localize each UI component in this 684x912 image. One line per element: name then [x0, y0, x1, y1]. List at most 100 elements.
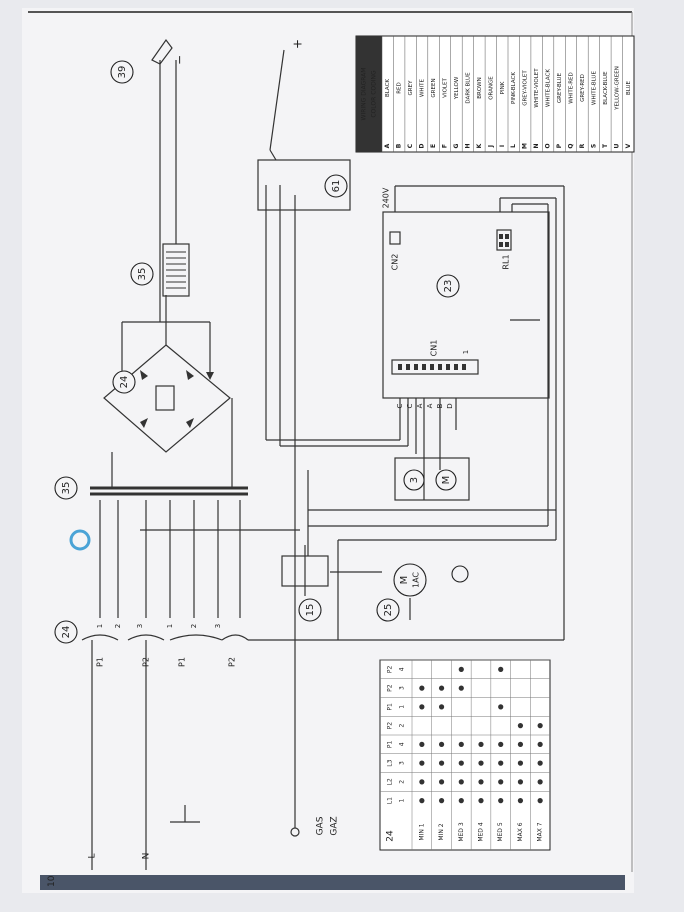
- page-number: 10: [47, 875, 57, 887]
- ac-motor-label-1: M: [399, 576, 410, 585]
- switch-table-dot: [478, 760, 484, 766]
- color-legend-code: G: [453, 143, 460, 148]
- color-legend-name: RED: [397, 82, 403, 94]
- callout-c35_choke-circle: [130, 262, 154, 286]
- color-legend-code: Q: [568, 143, 575, 148]
- switch-table-dot: [458, 779, 464, 785]
- switch-table-dot: [438, 741, 445, 747]
- switch-table-dot: [517, 741, 524, 747]
- switch-table-dot: [458, 666, 464, 672]
- color-legend-name: WHITE-RED: [569, 72, 575, 104]
- primary-N-label: N: [142, 853, 152, 860]
- polarity-minus: −: [173, 55, 187, 65]
- pcb-pin-label: A: [416, 403, 424, 408]
- color-legend-code: T: [602, 143, 609, 148]
- pcb-pin-label: B: [436, 403, 444, 408]
- switch-table-dot: [498, 760, 504, 766]
- switch-table-dot: [498, 779, 504, 785]
- switch-table-dot: [537, 741, 543, 747]
- switch-table-dot: [498, 741, 504, 747]
- rl1-pin: [499, 234, 503, 239]
- pcb-240v-label: 240V: [382, 187, 391, 208]
- color-legend-code: C: [407, 143, 414, 148]
- switch-table-subheader: 3: [399, 761, 406, 765]
- tap-label: 2: [114, 624, 122, 628]
- dc-motor-circle: [435, 469, 457, 491]
- switch-table-subheader: 3: [399, 686, 406, 690]
- dc-motor-label: M: [441, 476, 452, 485]
- color-legend-name: WHITE-BLACK: [546, 69, 552, 107]
- torch-body: [269, 49, 285, 151]
- switch-table-dot: [438, 685, 445, 691]
- color-legend-name: DARK BLUE: [465, 72, 471, 104]
- switch-label: P1: [96, 657, 105, 667]
- switch-table-dot: [438, 704, 445, 710]
- color-legend-name: WHITE-VIOLET: [534, 68, 540, 108]
- color-legend-code: M: [522, 143, 529, 149]
- switch-table-dot: [537, 723, 543, 729]
- switch-table-header: L2: [387, 778, 394, 785]
- tap-label: 3: [136, 624, 144, 628]
- switch-table-subheader: 1: [399, 705, 406, 709]
- switch-label: P1: [178, 657, 187, 667]
- color-legend-name: WHITE-BLUE: [591, 71, 597, 105]
- color-legend-code: O: [545, 143, 552, 148]
- switch-table-row-label: MAX 6: [517, 822, 524, 841]
- color-legend-name: VIOLET: [443, 78, 449, 98]
- color-legend-header-bg: [356, 36, 382, 152]
- color-legend-name: ORANGE: [488, 76, 494, 100]
- switch-table-row-label: MAX 7: [537, 822, 544, 841]
- callout-c24_top-label: 24: [61, 626, 72, 639]
- callout-c39-circle: [110, 60, 134, 84]
- switch-table-row-label: MED 5: [497, 822, 504, 841]
- gas-terminal: [290, 827, 300, 837]
- color-legend-name: BROWN: [477, 77, 483, 98]
- color-legend-name: PINK-BLACK: [511, 72, 517, 104]
- tap-label: 3: [214, 624, 222, 628]
- bridge-thermostat: [155, 385, 175, 411]
- switch-table-dot: [478, 779, 484, 785]
- switch-table-row-label: MIN 2: [438, 823, 445, 840]
- callout-c35_top-circle: [54, 476, 78, 500]
- switch-table-subheader: 2: [399, 780, 406, 784]
- pcb-pin1-label: 1: [462, 350, 470, 354]
- color-legend-name: BLACK-BLUE: [603, 71, 609, 105]
- switch-table-dot: [537, 779, 543, 785]
- switch-table-dot: [478, 798, 484, 804]
- switch-table-ref: 24: [386, 830, 396, 842]
- color-legend-code: U: [613, 143, 620, 148]
- switch-table-dot: [458, 685, 464, 691]
- color-legend-code: L: [510, 144, 517, 148]
- switch-table-dot: [517, 779, 524, 785]
- cn1-pin: [398, 364, 402, 370]
- color-legend-code: A: [384, 143, 391, 148]
- callout-c39-label: 39: [117, 66, 128, 79]
- switch-table-row-label: MED 3: [458, 822, 465, 841]
- diode-5: [140, 418, 148, 428]
- switch-table-box: [379, 659, 551, 851]
- callout-c15-label: 15: [305, 604, 316, 617]
- switch-label: P2: [228, 657, 237, 667]
- switch-table-dot: [498, 798, 504, 804]
- switch-table-dot: [438, 760, 445, 766]
- cn1-pin: [462, 364, 466, 370]
- diode-6: [186, 418, 194, 428]
- color-legend-code: D: [419, 143, 426, 148]
- switch-p1-top: [81, 634, 119, 641]
- rl1-pin: [505, 242, 509, 247]
- switch-table-dot: [517, 723, 524, 729]
- switch-table-subheader: 4: [399, 667, 406, 671]
- color-legend-name: BLUE: [626, 80, 632, 95]
- earth-clamp: [151, 38, 173, 65]
- color-legend-name: BLACK: [385, 79, 391, 97]
- switch-table-dot: [458, 741, 464, 747]
- color-legend-code: I: [499, 145, 506, 147]
- switch-table-dot: [438, 779, 445, 785]
- choke-windings: [166, 251, 186, 289]
- ac-motor-circle: [393, 563, 427, 597]
- switch-table-dot: [537, 798, 543, 804]
- switch-table-subheader: 1: [399, 799, 406, 803]
- color-legend-code: R: [579, 143, 586, 148]
